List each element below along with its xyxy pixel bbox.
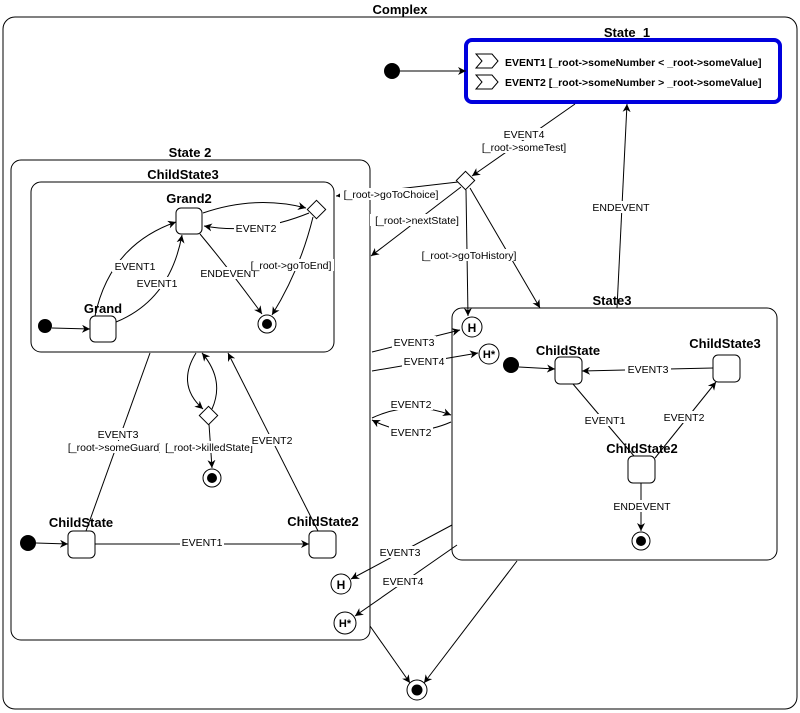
label-event3-h: EVENT3 — [394, 337, 435, 349]
s3-deep-history[interactable]: H* — [478, 343, 500, 365]
label-killedState: [_root->killedState] — [165, 442, 253, 454]
choice-grand[interactable] — [306, 199, 327, 220]
edges — [85, 103, 717, 684]
state-1-event-1-text: EVENT1 [_root->someNumber < _root->someV… — [505, 57, 761, 69]
grand2-title: Grand2 — [166, 191, 212, 206]
label-goToHistory: [_root->goToHistory] — [422, 250, 517, 262]
grand-state[interactable]: Grand — [84, 301, 122, 343]
initial-s2-childstate — [20, 535, 36, 551]
label-someGuard: [_root->someGuard] — [68, 442, 162, 454]
state-1-event-row-2[interactable]: EVENT2 [_root->someNumber > _root->someV… — [474, 74, 761, 90]
state-1-event-2-text: EVENT2 [_root->someNumber > _root->someV… — [505, 77, 761, 89]
edge-cs3-choice-s2[interactable] — [187, 352, 204, 410]
edge-s2-final[interactable] — [369, 625, 411, 684]
state-complex-title: Complex — [373, 2, 429, 17]
label-cs-event3: EVENT3 — [98, 429, 139, 441]
label-grand-event1-a: EVENT1 — [115, 261, 156, 273]
outer-deep-history-label: H* — [339, 618, 352, 630]
edge-grand-grand2-b[interactable] — [115, 234, 185, 323]
choice-s2[interactable] — [198, 405, 219, 426]
edge-grand2-choice[interactable] — [202, 202, 307, 214]
label-event4: EVENT4 — [504, 129, 545, 141]
edge-initial-grand[interactable] — [51, 324, 91, 333]
choice-top[interactable] — [455, 170, 476, 191]
s3-childstate-title: ChildState — [536, 343, 600, 358]
edge-grand-grand2-a[interactable] — [94, 220, 177, 317]
outer-history[interactable]: H — [330, 573, 352, 595]
label-out-event3: EVENT3 — [380, 547, 421, 559]
state-1-event-row-1[interactable]: EVENT1 [_root->someNumber < _root->someV… — [474, 53, 761, 69]
s3-childstate3[interactable]: ChildState3 — [689, 336, 761, 383]
s3-deep-history-label: H* — [483, 349, 496, 361]
label-event2-a: EVENT2 — [391, 399, 432, 411]
label-s3-event1: EVENT1 — [585, 415, 626, 427]
initial-s3-childstate — [503, 357, 519, 373]
grand-title: Grand — [84, 301, 122, 316]
edge-choice-s2-cs3[interactable] — [201, 352, 218, 410]
s2-childstate2[interactable]: ChildState2 — [287, 514, 359, 559]
state-3[interactable]: State3 — [451, 293, 778, 561]
label-cs-event2: EVENT2 — [252, 435, 293, 447]
final-s3 — [631, 531, 651, 551]
edge-initial-s2-childstate[interactable] — [35, 539, 69, 548]
initial-grand — [38, 319, 52, 333]
s3-history[interactable]: H — [461, 316, 483, 338]
event-flag-icon — [474, 74, 499, 90]
label-out-event4: EVENT4 — [383, 576, 424, 588]
state-1[interactable]: State_1 EVENT1 [_root->someNumber < _roo… — [464, 25, 782, 104]
label-endevent-top: ENDEVENT — [592, 202, 650, 214]
label-cs-event1: EVENT1 — [182, 537, 223, 549]
label-nextState: [_root->nextState] — [375, 215, 459, 227]
child-state3-title: ChildState3 — [147, 167, 219, 182]
label-goToChoice: [_root->goToChoice] — [344, 189, 439, 201]
label-someTest: [_root->someTest] — [482, 142, 566, 154]
edge-s3-final[interactable] — [423, 560, 518, 684]
label-event2-b: EVENT2 — [391, 427, 432, 439]
s2-childstate2-title: ChildState2 — [287, 514, 359, 529]
outer-history-label: H — [337, 578, 346, 592]
outer-deep-history[interactable]: H* — [333, 611, 357, 635]
label-s3-event3: EVENT3 — [628, 364, 669, 376]
edge-initial-s3-childstate[interactable] — [518, 364, 556, 373]
s3-childstate[interactable]: ChildState — [536, 343, 600, 385]
edge-labels: EVENT4 [_root->someTest] ENDEVENT [_root… — [66, 128, 707, 588]
final-complex — [406, 679, 428, 701]
label-s3-event2: EVENT2 — [664, 412, 705, 424]
grand2-state[interactable]: Grand2 — [166, 191, 212, 235]
label-grand-endevent: ENDEVENT — [200, 268, 258, 280]
initial-state-1 — [384, 63, 400, 79]
s3-history-label: H — [468, 321, 477, 335]
label-goToEnd: [_root->goToEnd] — [251, 260, 332, 272]
final-grand — [257, 314, 277, 334]
label-s3-endevent: ENDEVENT — [613, 501, 671, 513]
state-2-title: State 2 — [169, 145, 212, 160]
state-1-title: State_1 — [604, 25, 650, 40]
s3-childstate3-title: ChildState3 — [689, 336, 761, 351]
label-event4-hstar: EVENT4 — [404, 356, 445, 368]
label-grand-event2: EVENT2 — [236, 223, 277, 235]
event-flag-icon — [474, 53, 499, 69]
final-s2 — [202, 468, 222, 488]
state-3-title: State3 — [592, 293, 631, 308]
label-grand-event1-b: EVENT1 — [137, 278, 178, 290]
edge-choice-state3[interactable] — [469, 187, 541, 309]
s2-childstate-title: ChildState — [49, 515, 113, 530]
